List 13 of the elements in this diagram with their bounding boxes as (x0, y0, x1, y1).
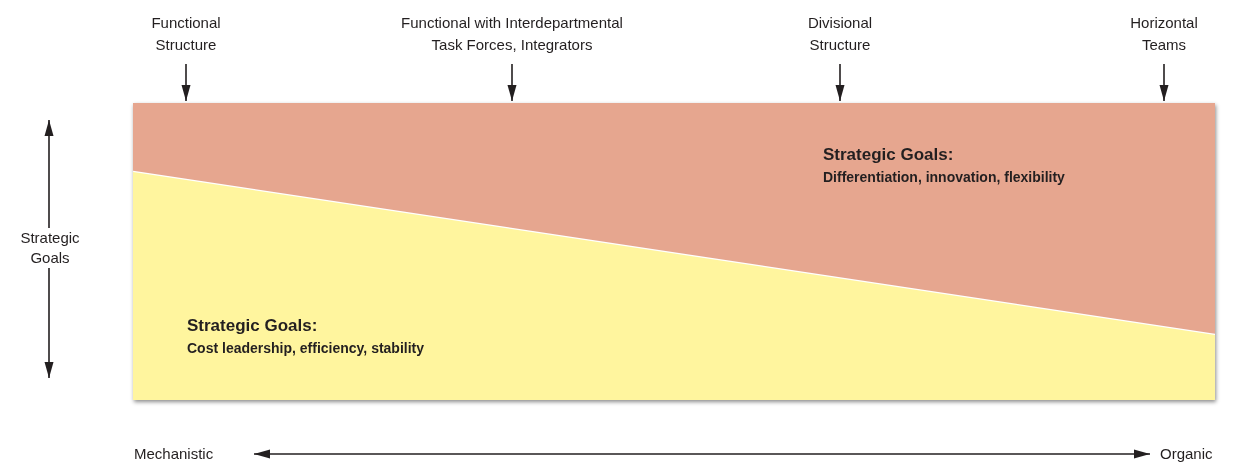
arrow (835, 63, 845, 102)
region-text: Cost leadership, efficiency, stability (187, 340, 425, 356)
structure-label: Functional Structure (141, 12, 231, 56)
region-text: Differentiation, innovation, flexibility (823, 169, 1065, 185)
arrow (507, 63, 517, 102)
goals-panel (133, 103, 1215, 400)
region-heading: Strategic Goals: (187, 316, 318, 336)
arrow (181, 63, 191, 102)
arrow (1159, 63, 1169, 102)
structure-label: Functional with Interdepartmental Task Forces, Integrators (385, 12, 639, 56)
structure-label: Horizontal Teams (1119, 12, 1209, 56)
region-heading: Strategic Goals: (823, 145, 954, 165)
structure-label: Divisional Structure (795, 12, 885, 56)
